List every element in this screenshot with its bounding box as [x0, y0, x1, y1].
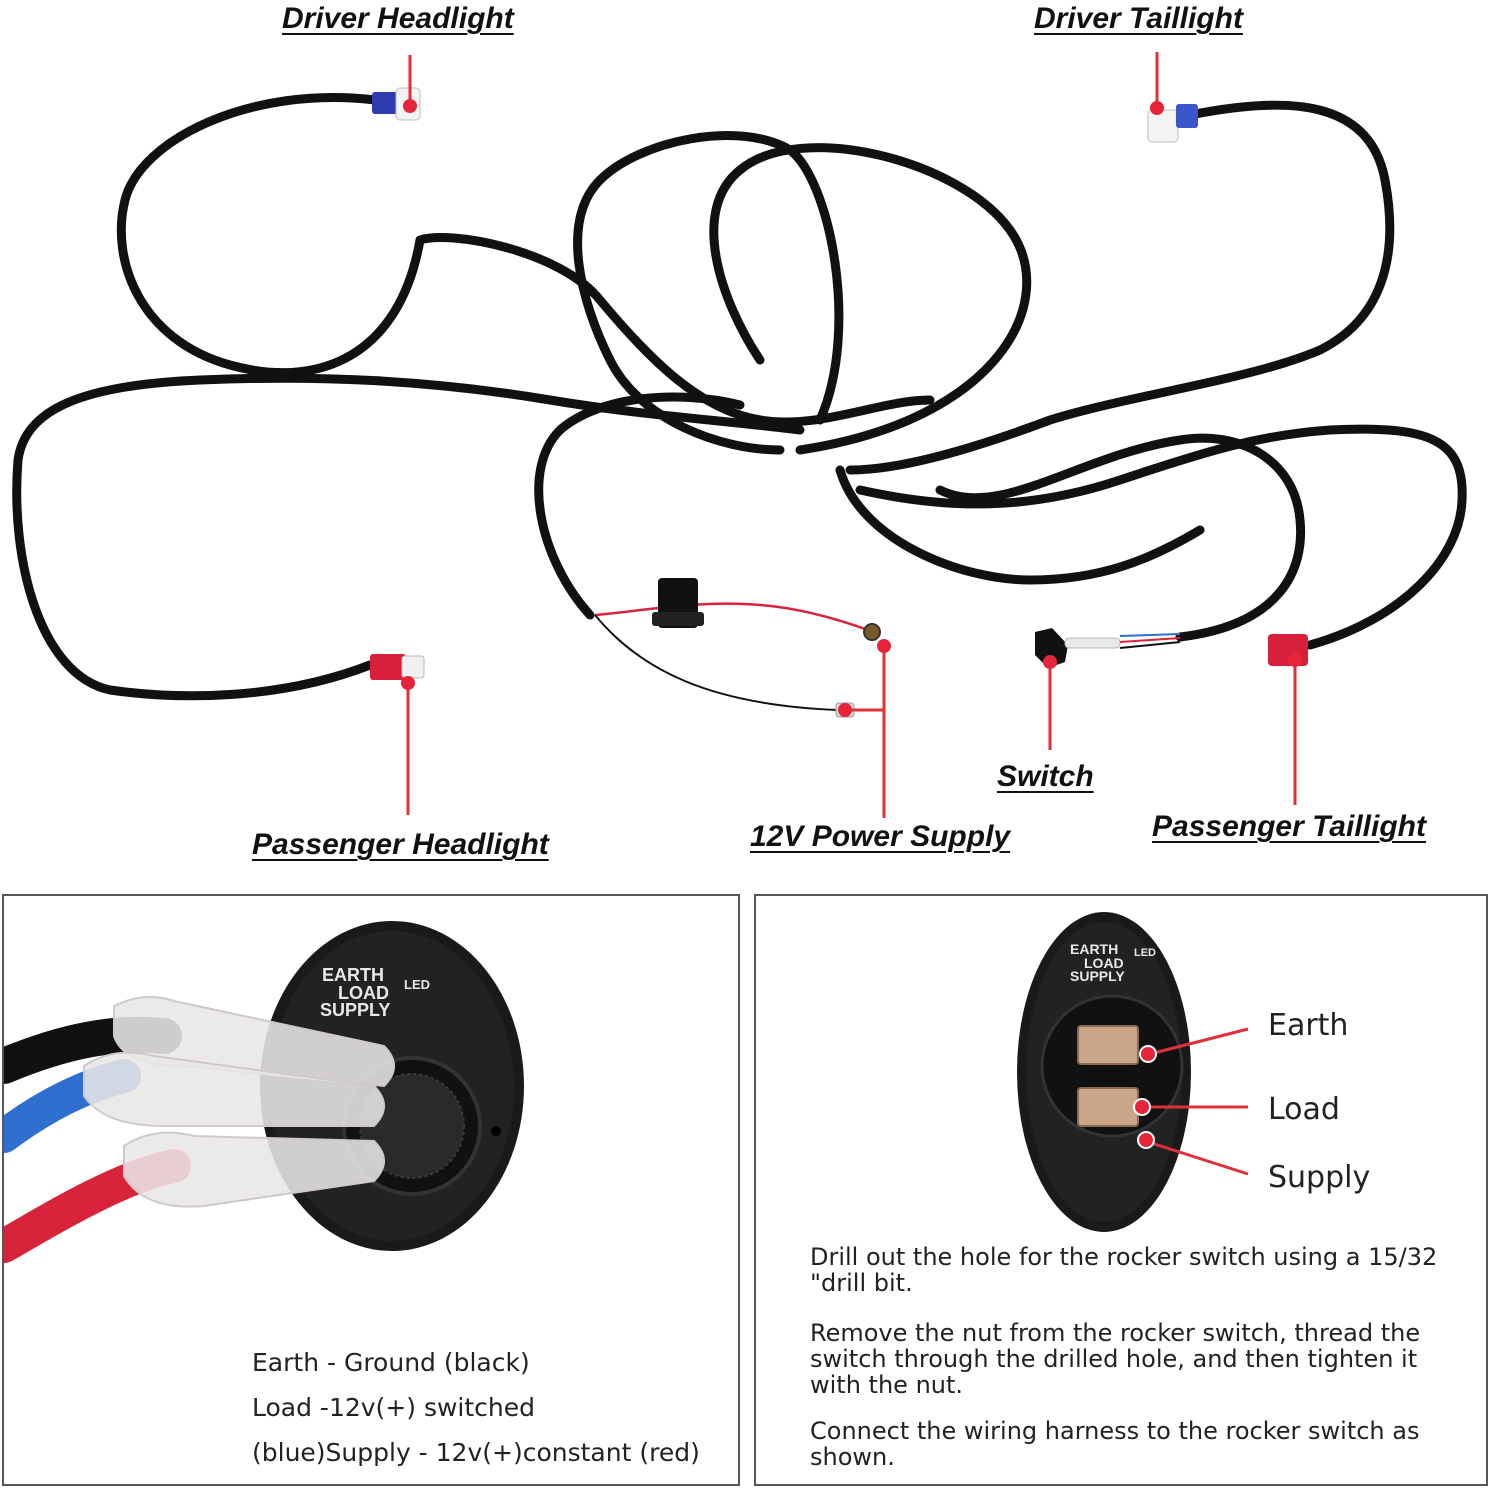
harness-wire-driver-taillight [845, 100, 1395, 475]
callout-passenger-headlight: Passenger Headlight [252, 828, 549, 861]
power-wire-black [594, 614, 839, 711]
pointer-dot-supply [1137, 1131, 1155, 1149]
power-wire-red [594, 602, 869, 632]
switch-harness-connector [1035, 628, 1181, 668]
callout-passenger-taillight: Passenger Taillight [1152, 810, 1426, 843]
legend-earth: Earth - Ground (black) [252, 1348, 530, 1377]
legend-load: Load -12v(+) switched [252, 1393, 536, 1422]
ring-terminal [863, 623, 881, 641]
instruction-drill: Drill out the hole for the rocker switch… [810, 1243, 1438, 1297]
callout-dot-switch [1043, 655, 1057, 669]
terminal-load [1077, 1087, 1139, 1127]
harness-wire-driver-headlight [116, 93, 935, 427]
callout-dot-passenger-taillight [1288, 653, 1302, 667]
instruction-mount: Remove the nut from the rocker switch, t… [810, 1319, 1421, 1399]
legend-supply: (blue)Supply - 12v(+)constant (red) [252, 1438, 700, 1467]
harness-wire-power-branch [534, 392, 745, 620]
left-switch-print-led: LED [404, 977, 430, 992]
passenger-headlight-connector [370, 654, 425, 680]
right-switch-print-led: LED [1134, 947, 1156, 959]
pointer-earth [1149, 1027, 1249, 1056]
callout-driver-headlight: Driver Headlight [282, 2, 514, 35]
terminal-label-load: Load [1268, 1092, 1340, 1127]
harness-wire-passenger-taillight [855, 424, 1467, 650]
pointer-dot-load [1133, 1098, 1151, 1116]
left-switch-print-supply: SUPPLY [320, 1000, 391, 1020]
right-switch-print-load: LOAD [1084, 955, 1124, 971]
terminal-sleeve-red [123, 1131, 385, 1208]
harness-wire-bottom-loop [835, 465, 1205, 585]
terminal-earth [1077, 1025, 1139, 1065]
terminal-label-earth: Earth [1268, 1008, 1349, 1043]
callout-dot-power-terminal [838, 703, 852, 717]
harness-wire-inner-loop [709, 143, 1032, 455]
passenger-taillight-connector [1268, 634, 1308, 666]
left-panel-switch-closeup: EARTH LOAD SUPPLY LED Earth - Ground (bl… [2, 894, 740, 1486]
pointer-supply [1147, 1140, 1249, 1176]
driver-taillight-connector [1147, 104, 1198, 143]
callout-dot-driver-taillight [1150, 101, 1164, 115]
driver-headlight-connector [372, 87, 421, 121]
terminal-label-supply: Supply [1268, 1160, 1371, 1195]
right-switch-print-earth: EARTH [1070, 941, 1119, 957]
inline-fuse-holder [652, 578, 704, 628]
callout-dot-driver-headlight [403, 99, 417, 113]
right-switch-print-supply: SUPPLY [1070, 968, 1125, 984]
left-switch-print-load: LOAD [338, 983, 389, 1003]
left-switch-print-earth: EARTH [322, 965, 384, 985]
pointer-dot-earth [1139, 1045, 1157, 1063]
callout-dot-power-ring [877, 639, 891, 653]
callout-switch: Switch [997, 760, 1094, 793]
harness-wire-switch-branch [935, 433, 1306, 642]
right-panel-terminal-guide: EARTH LOAD SUPPLY LED Earth Load Supply … [754, 894, 1488, 1486]
switch-terminal-illustration [1017, 912, 1249, 1232]
callout-dot-passenger-headlight [401, 676, 415, 690]
harness-wire-main-loop [573, 131, 844, 455]
callout-driver-taillight: Driver Taillight [1034, 2, 1243, 35]
terminal-sleeve-blue [83, 1051, 385, 1127]
wired-switch-illustration [4, 921, 524, 1263]
instruction-connect: Connect the wiring harness to the rocker… [810, 1417, 1420, 1471]
harness-illustration [12, 52, 1467, 818]
callout-power-supply: 12V Power Supply [750, 820, 1011, 853]
harness-wire-passenger-headlight [12, 373, 805, 701]
